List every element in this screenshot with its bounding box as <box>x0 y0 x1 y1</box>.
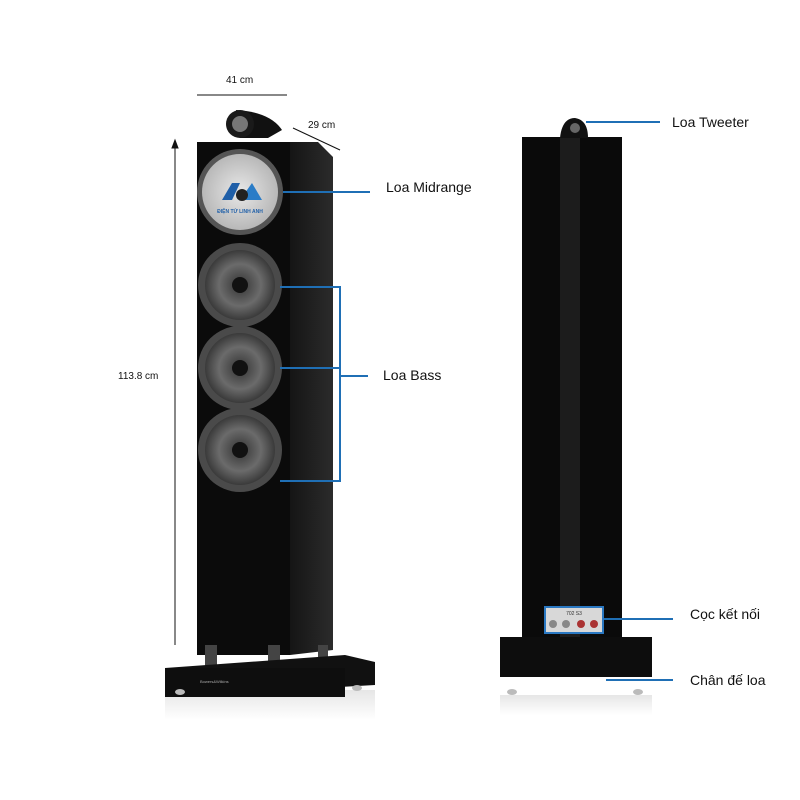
midrange-label: Loa Midrange <box>386 179 472 195</box>
watermark-logo: ĐIỆN TỬ LINH ANH <box>217 207 263 215</box>
bass-drivers <box>198 243 282 492</box>
bass-label: Loa Bass <box>383 367 442 383</box>
midrange-driver: ĐIỆN TỬ LINH ANH <box>197 149 283 235</box>
model-plate: 702 S3 <box>566 611 582 617</box>
callout-lines <box>280 121 673 681</box>
depth-dimension: 29 cm <box>308 120 336 131</box>
height-dimension: 113.8 cm <box>118 371 159 382</box>
tweeter <box>226 110 282 138</box>
tweeter-label: Loa Tweeter <box>672 114 749 130</box>
terminal-panel: 702 S3 <box>544 606 604 634</box>
rear-speaker: 702 S3 <box>500 118 652 715</box>
front-speaker: Bowers&Wilkins ĐIỆN TỬ LINH ANH <box>165 110 375 720</box>
brand-plate: Bowers&Wilkins <box>200 679 229 684</box>
dimension-lines <box>171 94 341 645</box>
plinth-label: Chân đế loa <box>690 672 766 688</box>
terminals-label: Cọc kết nối <box>690 606 761 622</box>
width-dimension: 41 cm <box>226 75 254 86</box>
